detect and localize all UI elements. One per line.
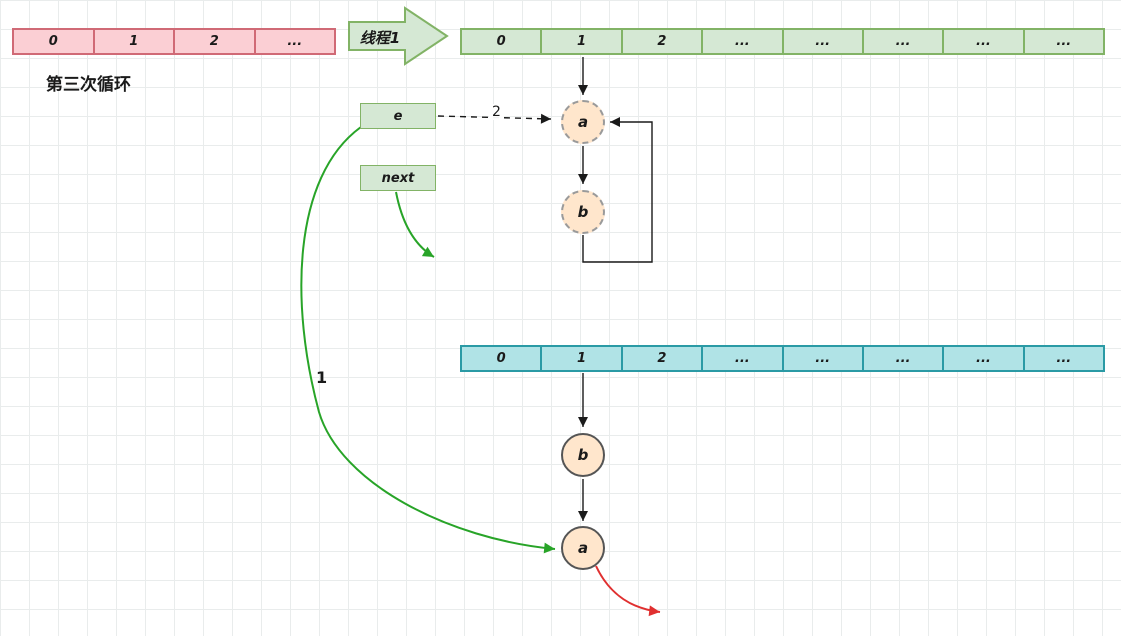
array-cell: ... <box>781 345 864 372</box>
green-arrow-e-to-bottom-a <box>300 126 556 554</box>
rehash-table-array: 0 1 2 ... ... ... ... ... <box>460 345 1105 372</box>
array-cell: ... <box>253 28 336 55</box>
array-cell: ... <box>781 28 864 55</box>
step-1-label: 1 <box>316 368 328 387</box>
array-cell: ... <box>942 28 1025 55</box>
array-cell: 0 <box>460 28 543 55</box>
array-cell: ... <box>861 28 945 55</box>
array-cell: ... <box>1022 345 1105 372</box>
thread1-label: 线程1 <box>359 29 401 47</box>
array-cell: 1 <box>540 345 623 372</box>
array-cell: ... <box>942 345 1025 372</box>
node-a-bottom: a <box>561 526 605 570</box>
node-b-bottom: b <box>561 433 605 477</box>
node-a-top: a <box>561 100 605 144</box>
array-cell: ... <box>861 345 945 372</box>
array-cell: ... <box>701 28 784 55</box>
array-cell: 2 <box>620 28 704 55</box>
array-cell: 1 <box>540 28 623 55</box>
array-cell: 1 <box>92 28 175 55</box>
array-cell: ... <box>1022 28 1105 55</box>
step-2-label: 2 <box>489 104 504 120</box>
red-arrow-from-bottom-a <box>595 565 661 617</box>
loop-arrow-b-to-a <box>582 117 653 263</box>
node-b-top: b <box>561 190 605 234</box>
array-cell: 0 <box>12 28 95 55</box>
array-cell: 2 <box>173 28 256 55</box>
green-arrow-from-next <box>395 191 435 258</box>
old-table-array: 0 1 2 ... <box>12 28 336 55</box>
thread-table-array: 0 1 2 ... ... ... ... ... <box>460 28 1105 55</box>
array-cell: 0 <box>460 345 543 372</box>
thread1-block-arrow <box>348 6 449 66</box>
next-pointer-box: next <box>360 165 436 191</box>
array-cell: 2 <box>620 345 704 372</box>
array-cell: ... <box>701 345 784 372</box>
loop-caption: 第三次循环 <box>46 75 131 95</box>
e-pointer-box: e <box>360 103 436 129</box>
